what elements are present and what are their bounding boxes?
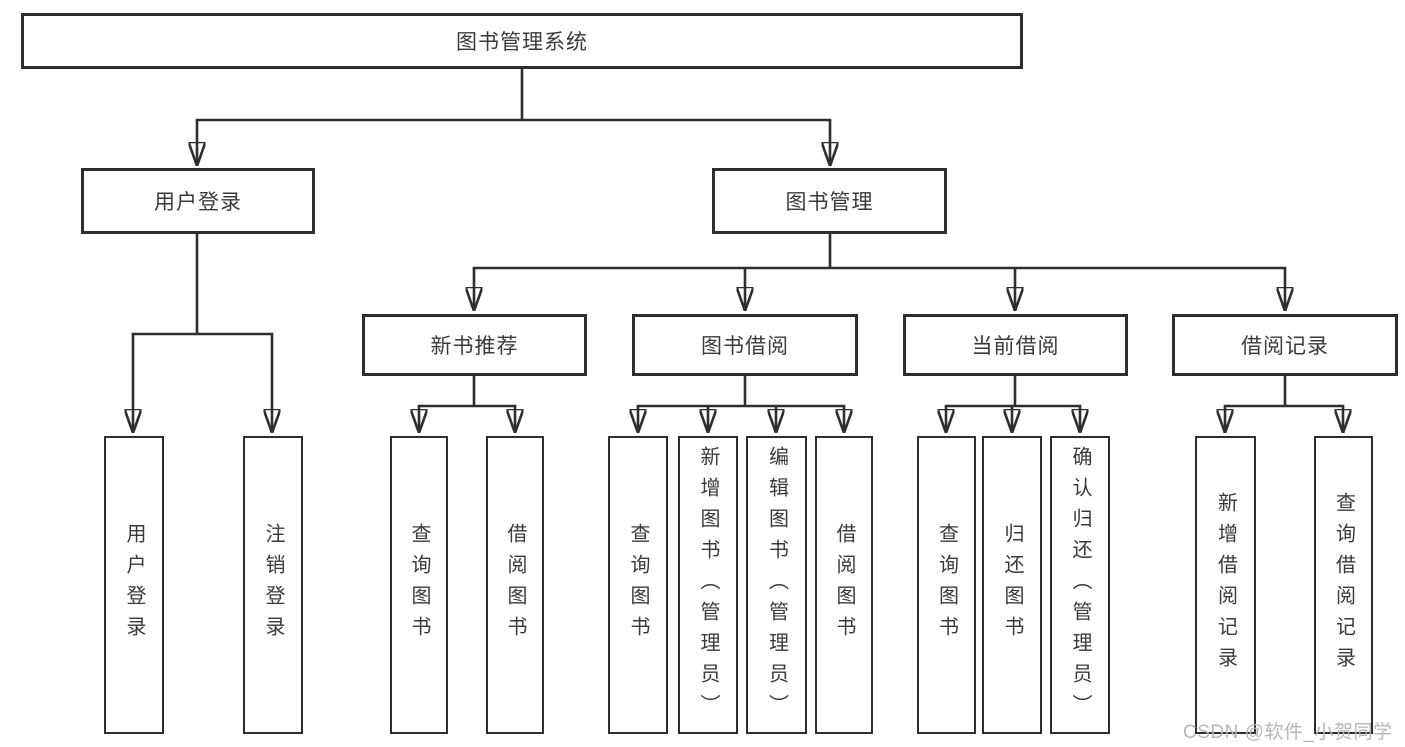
node-new-book-recommend: 新书推荐	[362, 314, 587, 376]
leaf-records-add-record: 新增借阅记录	[1195, 436, 1256, 734]
node-current-borrow: 当前借阅	[903, 314, 1128, 376]
csdn-watermark: CSDN @软件_小贺同学	[1183, 722, 1393, 743]
leaf-current-return-books: 归还图书	[982, 436, 1042, 734]
leaf-user-login: 用户登录	[104, 436, 164, 734]
node-book-borrow: 图书借阅	[632, 314, 858, 376]
leaf-current-query-books: 查询图书	[917, 436, 976, 734]
leaf-borrow-query-books: 查询图书	[608, 436, 668, 734]
leaf-newbooks-query-books: 查询图书	[390, 436, 448, 734]
leaf-borrow-borrow-books: 借阅图书	[815, 436, 873, 734]
node-book-management: 图书管理	[712, 168, 947, 234]
leaf-borrow-add-books-admin: 新增图书（管理员）	[678, 436, 738, 734]
leaf-records-query-record: 查询借阅记录	[1314, 436, 1373, 734]
leaf-borrow-edit-books-admin: 编辑图书（管理员）	[746, 436, 807, 734]
leaf-newbooks-borrow-books: 借阅图书	[486, 436, 544, 734]
leaf-current-confirm-return-admin: 确认归还（管理员）	[1050, 436, 1110, 734]
leaf-logout: 注销登录	[243, 436, 303, 734]
node-root-library-system: 图书管理系统	[21, 13, 1023, 69]
node-user-login: 用户登录	[81, 168, 315, 234]
node-borrow-records: 借阅记录	[1172, 314, 1398, 376]
